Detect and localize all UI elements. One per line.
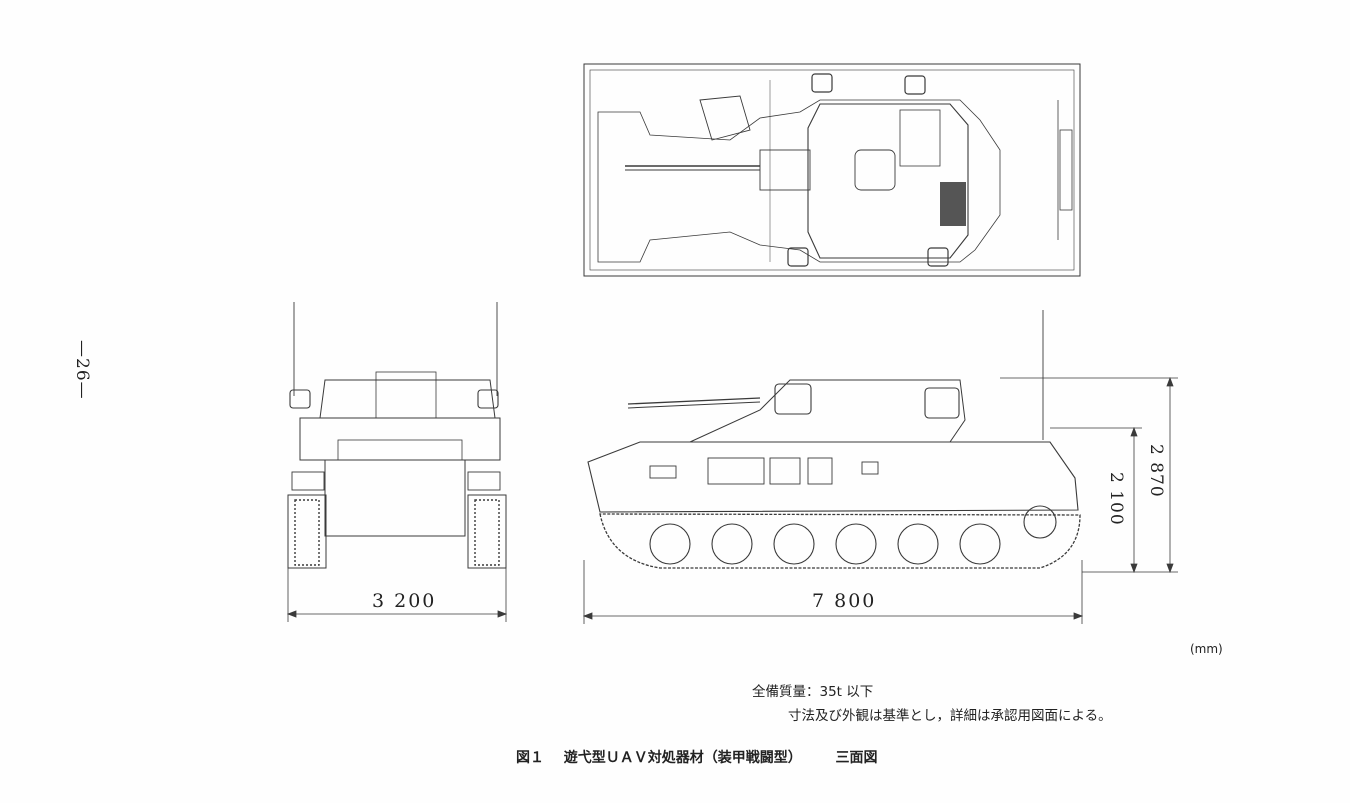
dimension-lines bbox=[286, 376, 1178, 624]
front-view bbox=[287, 302, 507, 569]
hull-height-label: 2 100 bbox=[1106, 472, 1126, 526]
side-view bbox=[587, 310, 1081, 569]
side-length-label: 7 800 bbox=[812, 590, 877, 612]
total-height-label: 2 870 bbox=[1146, 444, 1166, 498]
unit-label: (mm) bbox=[1190, 642, 1223, 656]
front-width-label: 3 200 bbox=[372, 590, 437, 612]
caption-title: 遊弋型ＵＡＶ対処器材（装甲戦闘型） bbox=[563, 750, 802, 766]
caption-subtitle: 三面図 bbox=[835, 750, 878, 766]
top-view bbox=[583, 63, 1081, 277]
remark-note: 寸法及び外観は基準とし，詳細は承認用図面による。 bbox=[788, 708, 1112, 724]
figure-caption: 図１ 遊弋型ＵＡＶ対処器材（装甲戦闘型） 三面図 bbox=[516, 747, 878, 767]
page-number: —26— bbox=[72, 340, 92, 400]
caption-label: 図１ bbox=[516, 750, 544, 766]
mass-note: 全備質量：35t 以下 bbox=[752, 684, 874, 700]
